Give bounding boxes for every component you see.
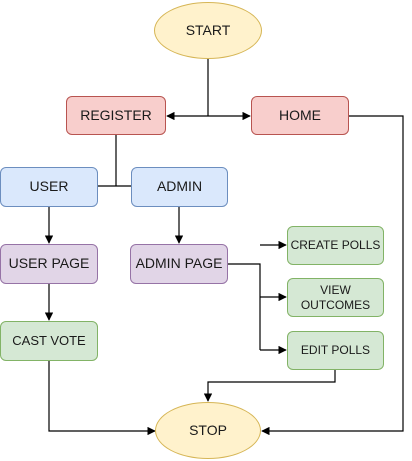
node-cast-vote-label: CAST VOTE: [12, 332, 86, 348]
node-stop-label: STOP: [189, 421, 227, 438]
node-admin-page: ADMIN PAGE: [130, 244, 228, 284]
node-edit-polls: EDIT POLLS: [287, 331, 384, 370]
node-start: START: [154, 2, 262, 59]
edge-edit-polls-to-stop: [203, 370, 336, 402]
node-user: USER: [0, 167, 98, 207]
node-user-page-label: USER PAGE: [8, 255, 90, 272]
edge-cast-vote-to-stop: [48, 361, 156, 436]
node-admin: ADMIN: [131, 167, 228, 207]
node-user-page: USER PAGE: [0, 244, 98, 284]
node-create-polls: CREATE POLLS: [287, 226, 384, 265]
node-view-outcomes-label-line1: VIEW: [320, 282, 351, 297]
node-stop: STOP: [155, 402, 261, 459]
node-admin-page-label: ADMIN PAGE: [135, 255, 223, 272]
node-start-label: START: [185, 21, 231, 38]
node-create-polls-label: CREATE POLLS: [290, 238, 381, 252]
edge-admin-page-trunk: [228, 263, 261, 350]
node-view-outcomes: VIEW OUTCOMES: [287, 278, 384, 317]
node-view-outcomes-label-line2: OUTCOMES: [300, 297, 371, 312]
node-edit-polls-label: EDIT POLLS: [300, 343, 371, 357]
node-register: REGISTER: [66, 96, 166, 135]
node-home-label: HOME: [279, 106, 321, 123]
node-home: HOME: [251, 96, 349, 135]
edge-home-to-stop: [261, 115, 404, 436]
node-user-label: USER: [29, 178, 69, 195]
node-cast-vote: CAST VOTE: [0, 321, 98, 361]
node-admin-label: ADMIN: [156, 178, 203, 195]
node-register-label: REGISTER: [80, 106, 152, 123]
edge-register-to-roles: [98, 135, 131, 187]
